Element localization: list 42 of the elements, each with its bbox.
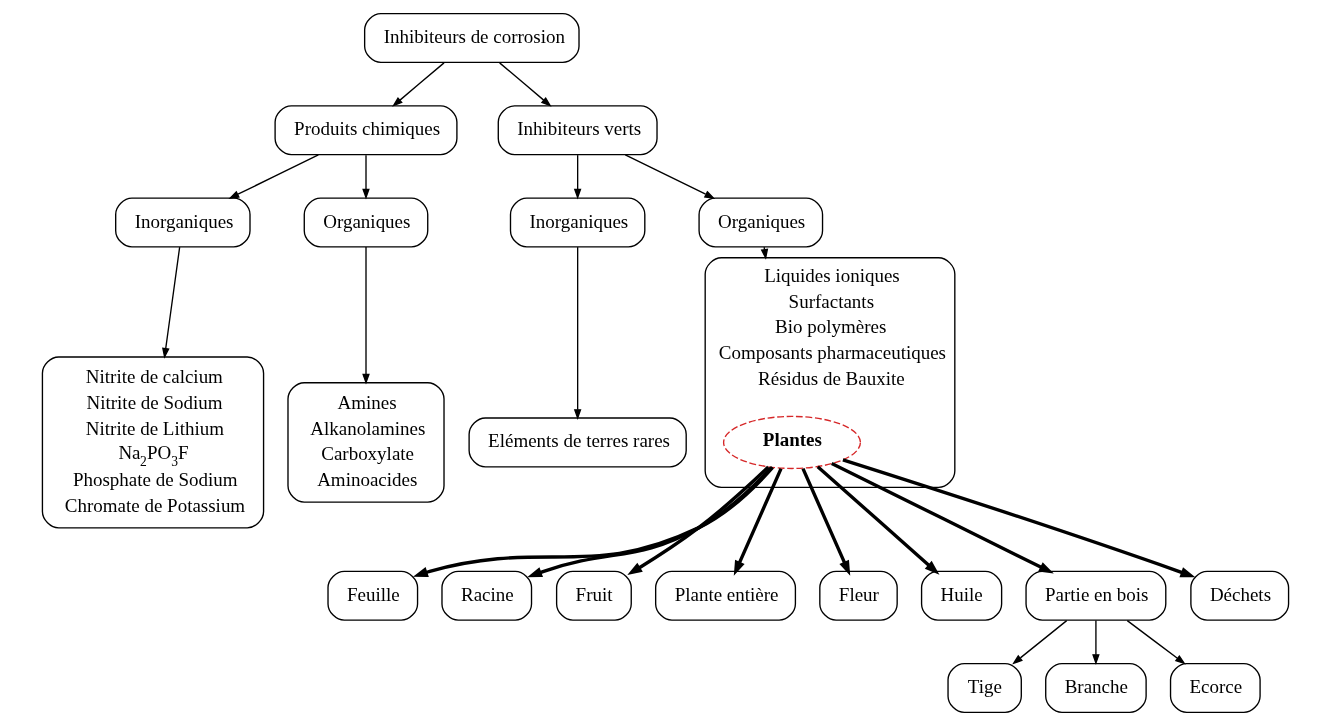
node-box: Branche	[1044, 662, 1147, 714]
arrow	[1091, 619, 1100, 665]
node-box: Inorganiques	[114, 197, 251, 248]
arrow	[526, 466, 773, 578]
node-box: Inhibiteurs verts	[497, 105, 658, 156]
node-box: Organiques	[697, 197, 823, 248]
node-box: Organiques	[303, 197, 428, 248]
arrow	[412, 466, 774, 577]
arrow	[624, 154, 715, 199]
arrow	[1126, 619, 1186, 665]
node-box: Nitrite de calcium Nitrite de Sodium Nitrite de Lithium Na$_{2}$PO$_{3}$F Phosphate de Sodium Chromate de Potassium	[41, 356, 264, 529]
node-box: Inhibiteurs de corrosion	[363, 12, 580, 64]
arrow	[733, 467, 783, 576]
arrow	[841, 458, 1195, 578]
arrow	[361, 246, 370, 385]
arrow	[573, 246, 581, 421]
node-box: Huile	[920, 570, 1002, 621]
node-box: Amines Alkanolamines Carboxylate Aminoacides	[286, 382, 445, 503]
arrow	[800, 467, 850, 576]
node-box: Ecorce	[1169, 662, 1261, 714]
node-ellipse: Plantes	[722, 415, 861, 470]
node-box: Fleur	[818, 570, 898, 621]
node-box: Produits chimiques	[273, 105, 458, 156]
node-box: Fruit	[555, 570, 632, 621]
arrow	[830, 461, 1054, 574]
arrow	[1011, 619, 1067, 665]
arrow	[161, 246, 180, 359]
arrow	[391, 62, 445, 107]
arrow	[816, 465, 939, 575]
node-box: Plante entière	[654, 570, 796, 621]
arrow	[573, 154, 581, 200]
node-box: Racine	[440, 570, 532, 621]
arrow	[361, 154, 370, 200]
node-box: Inorganiques	[509, 197, 645, 248]
arrow	[626, 465, 769, 576]
node-box: Eléments de terres rares	[467, 417, 687, 468]
node-box: Tige	[946, 662, 1022, 714]
node-box: Déchets	[1189, 570, 1289, 621]
node-box: Feuille	[326, 570, 418, 621]
node-box: Partie en bois	[1024, 570, 1166, 621]
arrow	[227, 154, 319, 199]
arrow	[498, 62, 552, 107]
